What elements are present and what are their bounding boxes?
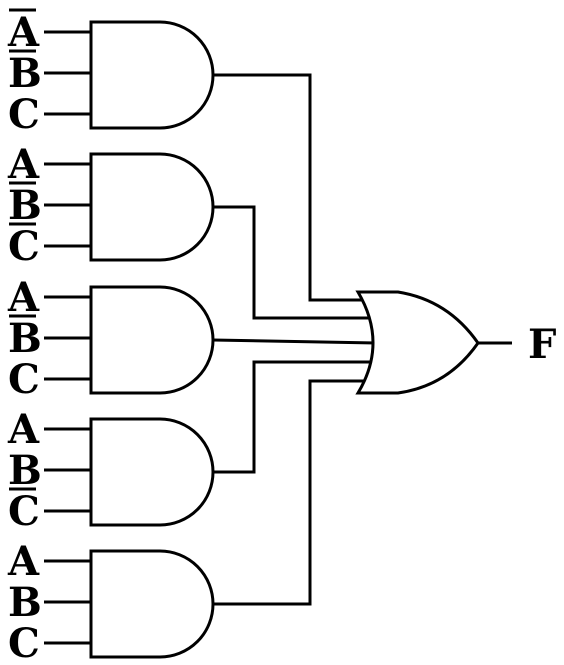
or-gate — [355, 290, 480, 395]
input-label-b: B — [8, 447, 42, 494]
input-label-b: B — [8, 579, 42, 626]
and-gate-2 — [89, 152, 215, 262]
and-gate-4 — [89, 417, 215, 527]
input-label-b-bar: B — [8, 315, 42, 362]
output-label-f: F — [528, 321, 556, 368]
input-label-a: A — [7, 274, 40, 321]
and-to-or-wire-3 — [212, 338, 377, 345]
and-gate-5 — [89, 549, 215, 659]
and-gate-3 — [89, 285, 215, 395]
input-label-b-bar: B — [8, 182, 42, 229]
input-label-a-bar: A — [7, 9, 40, 56]
and-to-or-wire-1 — [213, 73, 372, 302]
input-label-a: A — [7, 141, 40, 188]
or-gate-group: F — [355, 290, 556, 395]
and-to-or-wire-2 — [213, 205, 372, 320]
and-gate-1 — [89, 20, 215, 130]
input-label-c: C — [8, 91, 40, 138]
and-to-or-wire-5 — [213, 379, 368, 606]
input-label-b-bar: B — [8, 50, 42, 97]
input-label-c: C — [8, 356, 40, 403]
input-label-c: C — [8, 620, 40, 665]
input-label-c-bar: C — [8, 223, 40, 270]
input-label-c-bar: C — [8, 488, 40, 535]
connecting-wires-group — [212, 73, 377, 606]
and-to-or-wire-4 — [213, 360, 372, 474]
input-label-a: A — [7, 538, 40, 585]
input-label-a: A — [7, 406, 40, 453]
